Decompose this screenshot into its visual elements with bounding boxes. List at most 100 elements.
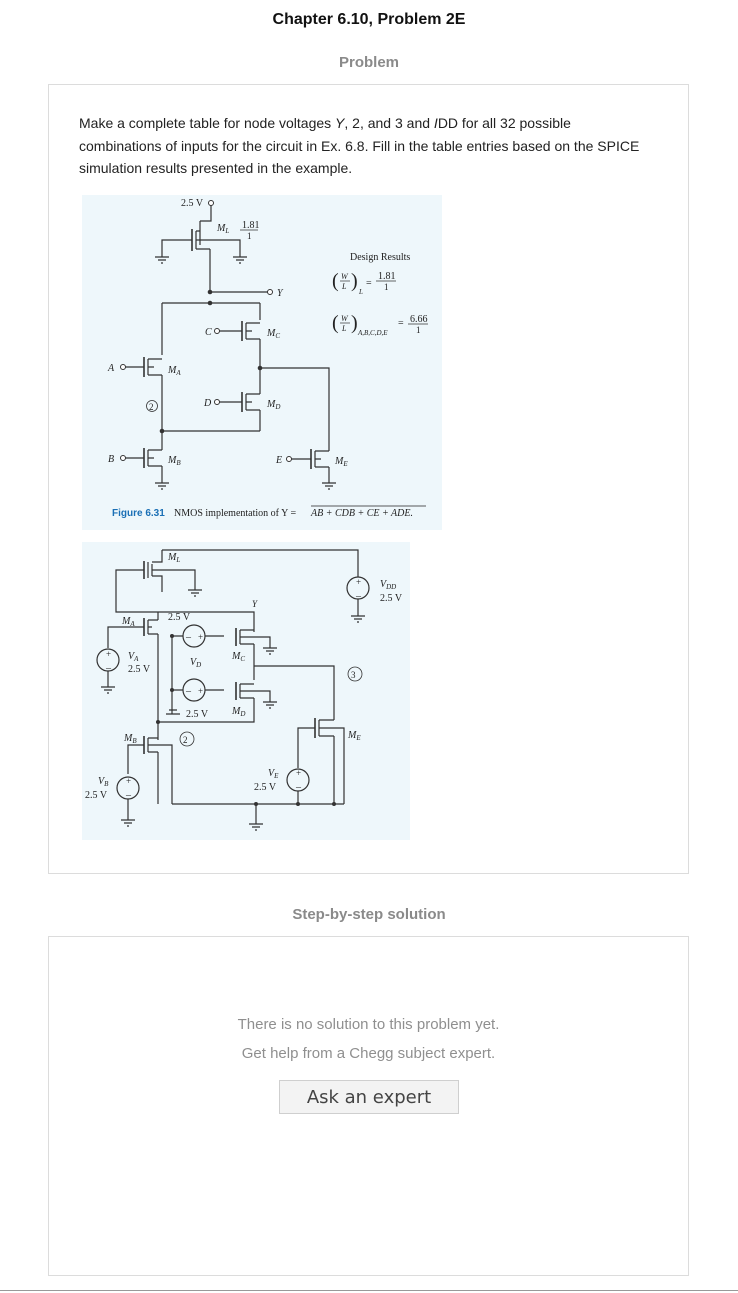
problem-statement: Make a complete table for node voltages … [79, 112, 659, 180]
solution-heading: Step-by-step solution [292, 906, 446, 923]
vdd-source: + – VDD 2.5 V [346, 576, 403, 623]
svg-text:MA: MA [167, 365, 181, 377]
svg-text:W: W [341, 272, 349, 281]
transistor-md-2: MD [231, 682, 277, 718]
svg-text:–: – [185, 686, 192, 697]
svg-text:(: ( [332, 270, 339, 292]
svg-text:L: L [341, 324, 347, 333]
svg-text:6.66: 6.66 [410, 314, 428, 325]
svg-text:–: – [125, 790, 132, 801]
ask-an-expert-button[interactable]: Ask an expert [279, 1080, 459, 1114]
svg-text:C: C [205, 327, 212, 338]
svg-text:2.5 V: 2.5 V [254, 782, 277, 793]
svg-text:B: B [108, 454, 114, 465]
svg-text:1.81: 1.81 [242, 220, 260, 231]
svg-text:+: + [198, 686, 203, 696]
svg-text:ME: ME [347, 730, 361, 742]
bottom-divider [0, 1290, 738, 1291]
node-2-marker-2: 2 [179, 731, 195, 747]
svg-text:2.5 V: 2.5 V [128, 664, 151, 675]
figure-6-31: 2.5 V ML 1.81 1 Y C MC A MA [82, 195, 442, 530]
svg-text:=: = [366, 278, 372, 289]
transistor-mb: B MB [108, 448, 181, 490]
svg-text:VDD: VDD [380, 579, 396, 591]
svg-text:–: – [355, 591, 362, 602]
svg-text:2: 2 [149, 402, 154, 412]
svg-text:+: + [296, 768, 301, 778]
svg-text:2.5 V: 2.5 V [168, 612, 191, 623]
problem-line-2: combinations of inputs for the circuit i… [79, 137, 640, 154]
svg-text:3: 3 [351, 670, 356, 680]
svg-text:–: – [295, 782, 302, 793]
transistor-me: E ME [275, 440, 348, 490]
svg-text:A,B,C,D,E: A,B,C,D,E [357, 329, 388, 337]
svg-text:=: = [398, 318, 404, 329]
svg-text:): ) [351, 312, 358, 334]
svg-text:1: 1 [416, 325, 421, 335]
transistor-ml: ML 1.81 1 [155, 220, 260, 264]
transistor-me-2: ME [297, 706, 361, 804]
svg-text:MB: MB [167, 455, 181, 467]
svg-text:2: 2 [183, 735, 188, 745]
svg-text:+: + [198, 632, 203, 642]
svg-text:D: D [203, 398, 212, 409]
problem-heading: Problem [338, 54, 399, 71]
node-2-marker: 2 [146, 400, 158, 412]
ve-source: + – VE 2.5 V [254, 768, 310, 804]
svg-text:+: + [356, 577, 361, 587]
svg-text:MD: MD [231, 706, 245, 718]
svg-text:2.5 V: 2.5 V [85, 790, 108, 801]
svg-text:2.5 V: 2.5 V [380, 593, 403, 604]
page-title: Chapter 6.10, Problem 2E [272, 11, 466, 28]
svg-text:Design Results: Design Results [350, 252, 410, 263]
svg-text:MA: MA [121, 616, 135, 628]
svg-text:L: L [358, 288, 363, 296]
design-results: Design Results ( W L ) L = 1.81 1 ( W L … [332, 252, 428, 337]
transistor-ma-2: MA 2.5 V [107, 612, 191, 648]
svg-text:VA: VA [128, 651, 139, 663]
transistor-ml-2: ML [115, 550, 202, 613]
svg-text:VE: VE [268, 768, 279, 780]
transistor-mc-2: MC [231, 628, 277, 663]
va-source: + – VA 2.5 V [96, 648, 151, 694]
svg-text:+: + [106, 649, 111, 659]
svg-text:A: A [107, 363, 115, 374]
svg-text:2.5 V: 2.5 V [186, 709, 209, 720]
get-help-message: Get help from a Chegg subject expert. [241, 1045, 496, 1062]
svg-text:ME: ME [334, 456, 348, 468]
svg-text:L: L [341, 282, 347, 291]
svg-text:E: E [275, 455, 282, 466]
problem-line-1: Make a complete table for node voltages … [79, 115, 571, 131]
svg-text:MB: MB [123, 733, 137, 745]
svg-text:VD: VD [190, 657, 201, 669]
svg-text:ML: ML [167, 552, 180, 564]
svg-text:1.81: 1.81 [378, 271, 396, 282]
supply-label: 2.5 V [181, 198, 204, 209]
svg-text:+: + [126, 776, 131, 786]
svg-text:AB + CDB + CE + ADE.: AB + CDB + CE + ADE. [310, 508, 413, 519]
svg-text:–: – [185, 632, 192, 643]
vd-source-lower: – + 2.5 V [166, 636, 224, 720]
svg-text:–: – [105, 663, 112, 674]
vb-source: + – VB 2.5 V [85, 776, 140, 827]
svg-text:MD: MD [266, 399, 280, 411]
svg-text:VB: VB [98, 776, 109, 788]
svg-text:1: 1 [247, 231, 252, 241]
spice-circuit-figure: ML + – VDD 2.5 V Y MA 2.5 V + – VA 2.5 V… [82, 542, 410, 840]
svg-text:MC: MC [266, 328, 280, 340]
figure-6-31-caption: Figure 6.31 NMOS implementation of Y = A… [112, 505, 426, 519]
svg-text:W: W [341, 314, 349, 323]
transistor-ma: A MA [107, 357, 181, 431]
no-solution-message: There is no solution to this problem yet… [237, 1016, 500, 1033]
svg-text:NMOS implementation of Y =: NMOS implementation of Y = [174, 508, 296, 519]
transistor-md: D MD [203, 368, 280, 431]
svg-text:Figure 6.31: Figure 6.31 [112, 508, 165, 519]
svg-text:Y: Y [277, 288, 284, 299]
svg-text:1: 1 [384, 282, 389, 292]
svg-text:ML: ML [216, 223, 229, 235]
svg-text:): ) [351, 270, 358, 292]
svg-text:(: ( [332, 312, 339, 334]
transistor-mc: C MC [205, 321, 280, 368]
svg-text:Y: Y [252, 599, 258, 609]
transistor-mb-2: MB [123, 720, 173, 804]
